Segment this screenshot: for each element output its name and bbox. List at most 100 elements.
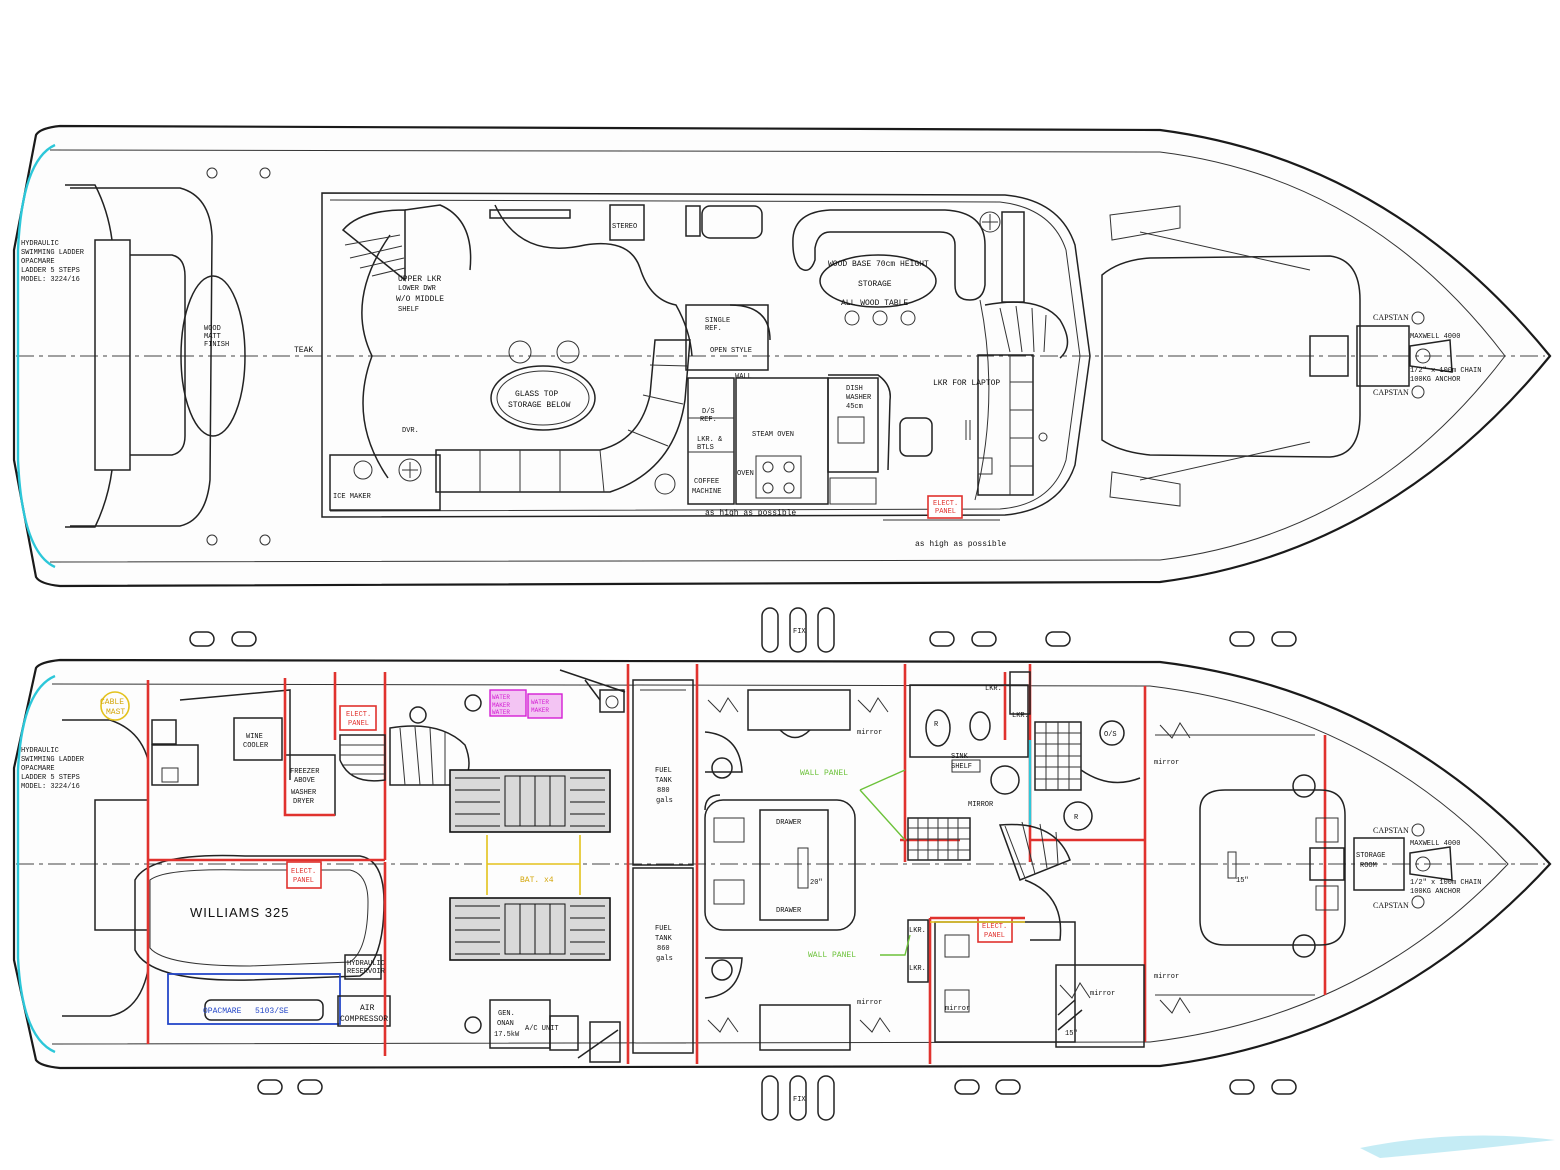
label: COMPRESSOR: [340, 1015, 388, 1024]
label: ROOM: [1360, 862, 1377, 870]
watermark-swoosh-icon: [1360, 1135, 1555, 1158]
label: D/S: [702, 408, 715, 416]
label: 1/2" x 100m CHAIN: [1410, 879, 1481, 887]
label: PANEL: [348, 720, 369, 728]
label: PANEL: [935, 508, 956, 516]
label: 45cm: [846, 403, 863, 411]
label: 15": [1236, 877, 1249, 885]
label: WASHER: [846, 394, 872, 402]
label: FIX: [793, 628, 806, 636]
label: FUEL: [655, 767, 672, 775]
label: GEN.: [498, 1010, 515, 1018]
upper-deck-labels: HYDRAULIC SWIMMING LADDER OPACMARE LADDE…: [21, 223, 1481, 549]
label: WASHER: [291, 789, 317, 797]
label: mirror: [1154, 973, 1179, 981]
label: HYDRAULIC: [21, 240, 59, 248]
label: OPACMARE: [21, 258, 55, 266]
label: CAPSTAN: [1373, 826, 1409, 835]
label: CAPSTAN: [1373, 313, 1409, 322]
label: LKR.: [909, 965, 926, 973]
label: LKR. &: [697, 436, 723, 444]
label: FUEL: [655, 925, 672, 933]
label: as high as possible: [915, 540, 1006, 549]
label: MACHINE: [692, 488, 721, 496]
label: REF.: [700, 416, 717, 424]
label: SINGLE: [705, 317, 730, 325]
label: 880: [657, 787, 670, 795]
lower-deck-plan: [12, 607, 1552, 1121]
label: DRAWER: [776, 907, 802, 915]
label: DISH: [846, 385, 863, 393]
engine-starboard: [449, 897, 611, 961]
label: MAST: [106, 708, 125, 717]
label: mirror: [857, 999, 882, 1007]
label: WATER: [531, 699, 549, 706]
label: MAXWELL 4000: [1410, 333, 1460, 341]
label: PANEL: [984, 932, 1005, 940]
label: DRYER: [293, 798, 315, 806]
label: SINK: [951, 753, 969, 761]
label: STORAGE: [858, 280, 892, 289]
label: ELECT.: [933, 500, 958, 508]
label: 1/2" x 100m CHAIN: [1410, 367, 1481, 375]
label: FREEZER: [290, 768, 320, 776]
label: OVEN: [737, 470, 754, 478]
label: CABLE: [100, 698, 124, 707]
label: 5103/SE: [255, 1007, 289, 1016]
label: LADDER 5 STEPS: [21, 774, 80, 782]
label: WALL PANEL: [808, 951, 856, 960]
label: CAPSTAN: [1373, 388, 1409, 397]
label: MATT: [204, 333, 221, 341]
label: OPEN STYLE: [710, 347, 752, 355]
label: 100KG ANCHOR: [1410, 888, 1461, 896]
label: O/S: [1104, 731, 1117, 739]
label: DRAWER: [776, 819, 802, 827]
lower-deck-labels: CABLE MAST HYDRAULIC SWIMMING LADDER OPA…: [21, 628, 1481, 1104]
label: 860: [657, 945, 670, 953]
label: WOOD BASE 70cm HEIGHT: [828, 260, 929, 269]
label: SHELF: [398, 306, 419, 314]
label: mirror: [945, 1005, 970, 1013]
label: STORAGE BELOW: [508, 401, 571, 410]
label: MIRROR: [968, 801, 994, 809]
label: FINISH: [204, 341, 229, 349]
label: ICE MAKER: [333, 493, 372, 501]
label: ELECT.: [291, 868, 316, 876]
label: LOWER DWR: [398, 285, 437, 293]
label: LKR.: [909, 927, 926, 935]
label: WOOD: [204, 325, 221, 333]
label: as high as possible: [705, 509, 796, 518]
label: STORAGE: [1356, 852, 1385, 860]
label: 17.5kW: [494, 1031, 520, 1039]
label: HYDRAULIC: [347, 960, 385, 968]
label: ELECT.: [346, 711, 371, 719]
label: BAT. x4: [520, 876, 554, 885]
label: gals: [656, 955, 673, 963]
label: COOLER: [243, 742, 269, 750]
label: CAPSTAN: [1373, 901, 1409, 910]
label: mirror: [1154, 759, 1179, 767]
label: 20": [810, 879, 823, 887]
label: UPPER LKR: [398, 275, 441, 284]
label: COFFEE: [694, 478, 719, 486]
label: TANK: [655, 777, 673, 785]
label: REF.: [705, 325, 722, 333]
label: ONAN: [497, 1020, 514, 1028]
label: HYDRAULIC: [21, 747, 59, 755]
label: WALL PANEL: [800, 769, 848, 778]
label: A/C UNIT: [525, 1025, 559, 1033]
label: MAKER: [531, 707, 549, 714]
label: OPACMARE: [203, 1007, 242, 1016]
engine-port: [449, 769, 611, 833]
label: PANEL: [293, 877, 314, 885]
label: WATER: [492, 709, 510, 716]
label: W/O MIDDLE: [396, 295, 444, 304]
label: LKR.: [1012, 712, 1029, 720]
label: DVR.: [402, 427, 419, 435]
label: FIX: [793, 1096, 806, 1104]
tender-label: WILLIAMS 325: [190, 905, 289, 920]
label: 100KG ANCHOR: [1410, 376, 1461, 384]
label: RESERVOIR: [347, 968, 386, 976]
label: TEAK: [294, 346, 313, 355]
